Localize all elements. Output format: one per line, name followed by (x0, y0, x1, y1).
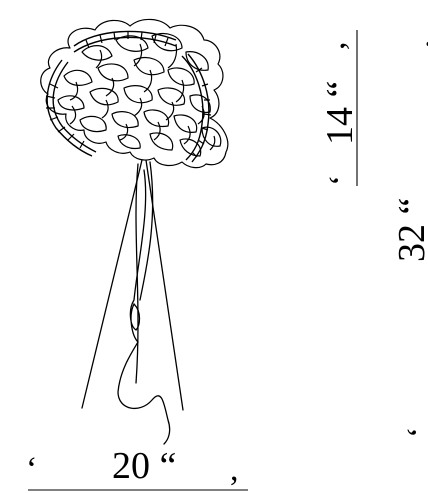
lamp-shade (40, 18, 229, 169)
width-left-mark: ‘ (26, 451, 37, 488)
shade-height-label: 14 “ (319, 81, 361, 145)
power-cord (117, 169, 171, 445)
shade-height-dimension: , ‘ 14 “ (315, 30, 361, 186)
total-height-dimension: , ‘ 32 “ (391, 40, 428, 439)
total-height-label: 32 “ (391, 198, 428, 262)
shade-height-bottom-mark: ‘ (323, 175, 360, 186)
tripod-leg-center (135, 163, 139, 384)
shade-height-top-mark: , (315, 42, 352, 51)
tripod-leg-left (81, 159, 143, 409)
total-height-bottom-mark: ‘ (401, 427, 428, 438)
total-height-top-mark: , (401, 40, 428, 49)
width-right-mark: , (230, 451, 239, 488)
lamp-stand (81, 159, 184, 445)
tripod-leg-right (145, 159, 184, 411)
tripod-leg-front (139, 161, 154, 301)
width-dimension: ‘ , 20 “ (26, 445, 248, 491)
width-label: 20 “ (112, 445, 176, 487)
